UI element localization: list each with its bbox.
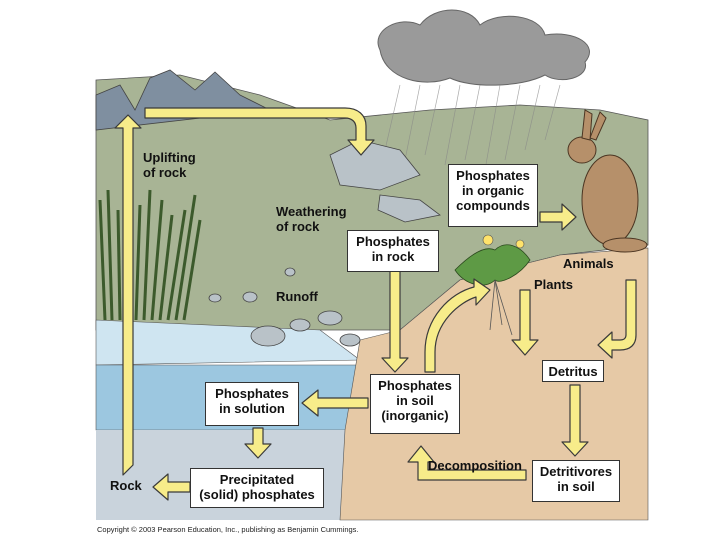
rain-cloud — [377, 9, 590, 171]
arrow-decomposition — [407, 445, 527, 481]
arrow-precip-to-rock — [152, 473, 191, 501]
arrow-soil-to-solution — [301, 389, 369, 417]
runoff-label: Runoff — [276, 289, 318, 304]
decomposition-label: Decomposition — [428, 458, 522, 473]
arrow-uplift — [114, 114, 142, 476]
arrow-top-loop — [144, 107, 375, 156]
uplifting-label: Uplifting of rock — [143, 150, 196, 180]
arrow-organic-to-animals — [539, 203, 577, 231]
solution-phosphates-box: Phosphates in solution — [205, 382, 299, 426]
detritus-box: Detritus — [542, 360, 604, 382]
arrow-detritus-to-detritivores — [561, 384, 589, 457]
organic-phosphates-box: Phosphates in organic compounds — [448, 164, 538, 227]
cycle-arrows — [114, 107, 637, 501]
weathering-label: Weathering of rock — [276, 204, 347, 234]
plant — [454, 234, 531, 336]
arrow-solution-to-precip — [244, 427, 272, 459]
rock-label: Rock — [110, 478, 142, 493]
weathering-rocks — [208, 139, 441, 347]
arrow-animals-to-detritus — [597, 279, 637, 359]
soil-phosphates-box: Phosphates in soil (inorganic) — [370, 374, 460, 434]
animals-label: Animals — [563, 256, 614, 271]
copyright-notice: Copyright © 2003 Pearson Education, Inc.… — [97, 525, 359, 534]
detritivores-box: Detritivores in soil — [532, 460, 620, 502]
arrow-rock-to-soil — [381, 269, 409, 373]
rabbit — [567, 109, 648, 253]
precipitated-phosphates-box: Precipitated (solid) phosphates — [190, 468, 324, 508]
arrow-soil-to-plants — [424, 278, 491, 373]
arrow-plants-to-detritus — [511, 289, 539, 356]
rock-phosphates-box: Phosphates in rock — [347, 230, 439, 272]
plants-label: Plants — [534, 277, 574, 292]
